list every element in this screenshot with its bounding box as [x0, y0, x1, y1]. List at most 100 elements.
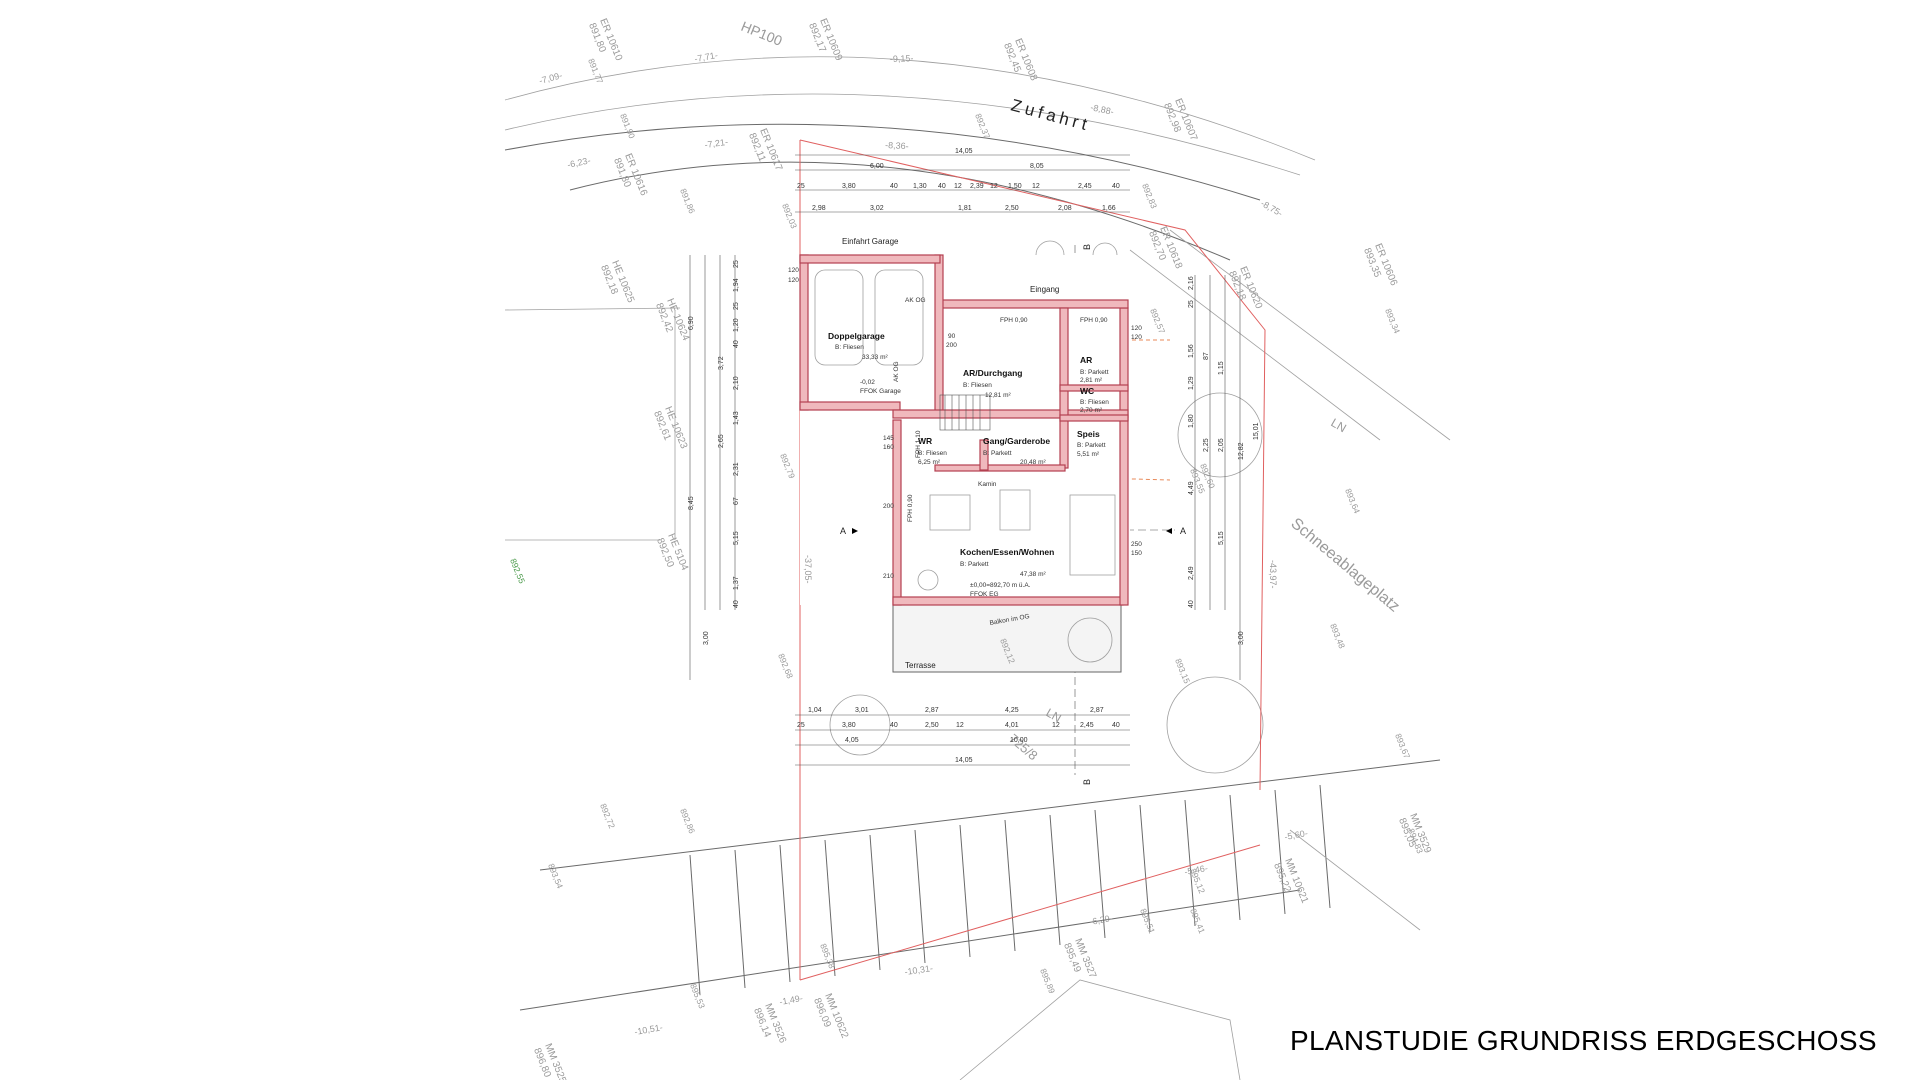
- opening-labels: 120 120 FPH 0,90 90 200 FPH 0,90 FPH 1,1…: [788, 267, 1142, 580]
- spot-height: 892,72: [598, 802, 617, 830]
- dimension-value: 3,80: [842, 722, 856, 729]
- room-name: WC: [1080, 386, 1094, 396]
- dimension-value: 40: [1188, 600, 1195, 608]
- spot-height-marked: 892,55: [508, 557, 527, 585]
- dimension-value: 12: [954, 183, 962, 190]
- segment-length: -9,15-: [890, 53, 914, 64]
- dimension-value: 1,56: [1188, 344, 1195, 358]
- dimension-lines: [689, 154, 1241, 766]
- opening-value: 160: [883, 444, 894, 451]
- area-label-schneeablageplatz: Schneeablageplatz: [1287, 515, 1402, 616]
- room-labels: Doppelgarage B: Fliesen 33,33 m² -0,02 F…: [828, 331, 1109, 598]
- dimension-value: 2,05: [1218, 438, 1225, 452]
- opening-value: AK OG: [893, 361, 900, 382]
- dimension-value: 2,65: [718, 434, 725, 448]
- spot-height: 892,37: [973, 112, 992, 140]
- dimension-value: 2,25: [1203, 438, 1210, 452]
- dimension-value: 40: [733, 340, 740, 348]
- dimension-value: 2,45: [1080, 722, 1094, 729]
- opening-value: FPH 0,90: [1080, 317, 1108, 324]
- spot-height: 891,86: [678, 187, 697, 215]
- opening-value: 120: [788, 267, 799, 274]
- dimension-value: 40: [890, 722, 898, 729]
- section-marker-b: B: [1082, 779, 1092, 785]
- room-name: Speis: [1077, 429, 1100, 439]
- dimension-value: 8,05: [1030, 163, 1044, 170]
- room-floor: B: Fliesen: [835, 344, 864, 351]
- room-name: WR: [918, 436, 932, 446]
- dimension-value: 2,87: [1090, 707, 1104, 714]
- room-level-label: FFOK EG: [970, 591, 999, 598]
- dimension-value: 12: [1032, 183, 1040, 190]
- dimension-value: 12: [990, 183, 998, 190]
- dimension-value: 67: [733, 497, 740, 505]
- dimension-value: 12: [1052, 722, 1060, 729]
- segment-length: -1,49-: [779, 993, 804, 1007]
- spot-height: 892,03: [780, 202, 799, 230]
- segment-length: -7,09-: [538, 70, 563, 86]
- dimension-total: 14,05: [955, 148, 973, 155]
- dimension-value: 2,08: [1058, 205, 1072, 212]
- segment-length: -37,05-: [803, 555, 813, 584]
- spot-height: 892,83: [1140, 182, 1159, 210]
- section-marker-a: A: [840, 526, 846, 536]
- dimension-value: 25: [797, 722, 805, 729]
- dimension-value: 1,04: [808, 707, 822, 714]
- dimension-labels-left: 25 1,94 25 1,20 40 3,72 2,10 1,43 2,65 2…: [688, 260, 740, 645]
- spot-height: 892,79: [778, 452, 797, 480]
- opening-value: FPH 0,90: [907, 494, 914, 522]
- opening-value: FPH 0,90: [1000, 317, 1028, 324]
- segment-length: -10,51-: [634, 1022, 664, 1037]
- dimension-value: 1,80: [1188, 414, 1195, 428]
- segment-length: -8,36-: [885, 140, 909, 151]
- spot-height: 892,86: [678, 807, 697, 835]
- dimension-value: 6,90: [688, 316, 695, 330]
- hp-label: HP100: [739, 18, 785, 49]
- opening-value: 210: [883, 573, 894, 580]
- room-floor: B: Parkett: [1077, 442, 1106, 449]
- spot-height: 893,67: [1393, 732, 1412, 760]
- dimension-value: 1,37: [733, 576, 740, 590]
- room-name: Kochen/Essen/Wohnen: [960, 547, 1054, 557]
- dimension-value: 1,66: [1102, 205, 1116, 212]
- room-level: ±0,00=892,70 m ü.A.: [970, 582, 1031, 589]
- ln-label: LN: [1044, 705, 1064, 725]
- room-floor: B: Fliesen: [1080, 399, 1109, 406]
- opening-value: 150: [1131, 550, 1142, 557]
- car-outline: [814, 269, 924, 366]
- opening-value: 120: [1131, 334, 1142, 341]
- dimension-value: 12: [956, 722, 964, 729]
- dimension-value: 40: [733, 600, 740, 608]
- ln-label: LN: [1329, 415, 1349, 435]
- room-name: AR: [1080, 355, 1092, 365]
- dimension-value: 2,45: [1078, 183, 1092, 190]
- entrance-label: Eingang: [1030, 285, 1059, 294]
- garage-entrance-label: Einfahrt Garage: [842, 237, 899, 246]
- dimension-value: 40: [1112, 183, 1120, 190]
- opening-value: 250: [1131, 541, 1142, 548]
- dimension-value: 4,01: [1005, 722, 1019, 729]
- spot-height: 891,77: [586, 57, 605, 85]
- dimension-value: 6,00: [870, 163, 884, 170]
- spot-height: 892,68: [776, 652, 795, 680]
- dimension-value: 4,25: [1005, 707, 1019, 714]
- dimension-value: 2,98: [812, 205, 826, 212]
- building-outline: [799, 254, 1130, 673]
- dimension-value: 3,72: [718, 356, 725, 370]
- dimension-value: 1,15: [1218, 361, 1225, 375]
- spot-height: 891,90: [618, 112, 637, 140]
- room-name: Gang/Garderobe: [983, 436, 1050, 446]
- dimension-total: 14,05: [955, 757, 973, 764]
- dimension-labels-top: 14,05 6,00 8,05 25 3,80 40 1,30 40 12 2,…: [797, 148, 1120, 212]
- dimension-value: 3,00: [703, 631, 710, 645]
- dimension-value: 2,39: [970, 183, 984, 190]
- segment-length: -5,46-: [1184, 863, 1209, 877]
- dimension-value: 2,31: [733, 462, 740, 476]
- dimension-value: 2,10: [733, 376, 740, 390]
- dimension-value: 3,01: [855, 707, 869, 714]
- dimension-value: 1,29: [1188, 376, 1195, 390]
- spot-height: 893,34: [1383, 307, 1402, 335]
- spot-height: 895,41: [1188, 907, 1207, 935]
- dimension-value: 2,50: [1005, 205, 1019, 212]
- dimension-value: 2,50: [925, 722, 939, 729]
